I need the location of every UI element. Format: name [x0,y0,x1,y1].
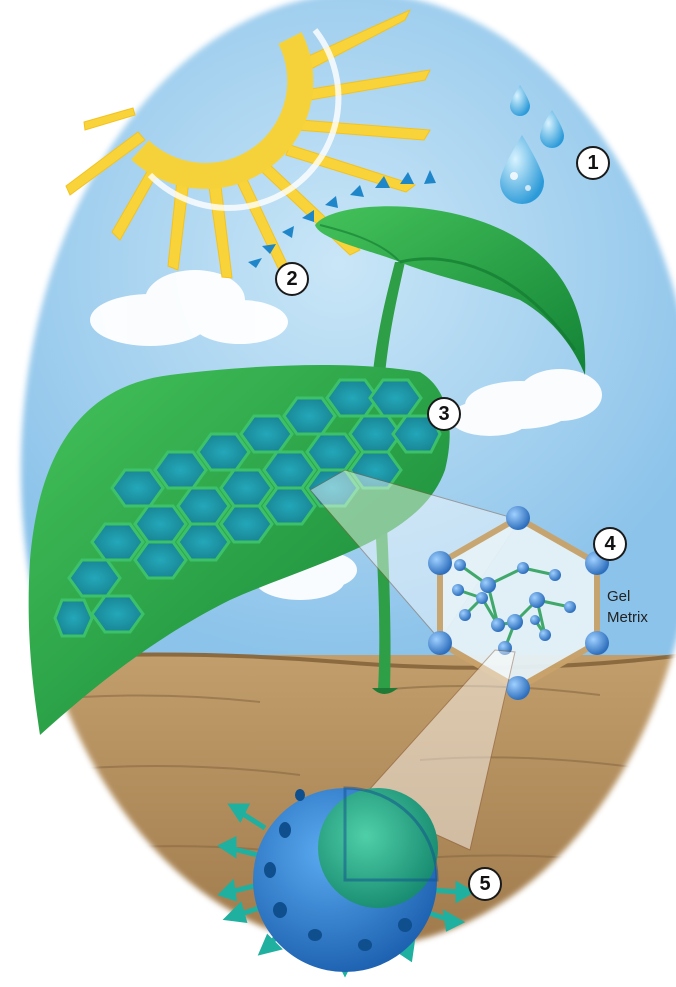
gel-label-line1: Gel [607,586,648,607]
step-badge-1: 1 [576,146,610,180]
step-badge-3: 3 [427,397,461,431]
step-badge-4: 4 [593,527,627,561]
gel-label-line2: Metrix [607,607,648,628]
step-badge-2: 2 [275,262,309,296]
gel-matrix-label: Gel Metrix [607,586,648,628]
step-badge-5: 5 [468,867,502,901]
